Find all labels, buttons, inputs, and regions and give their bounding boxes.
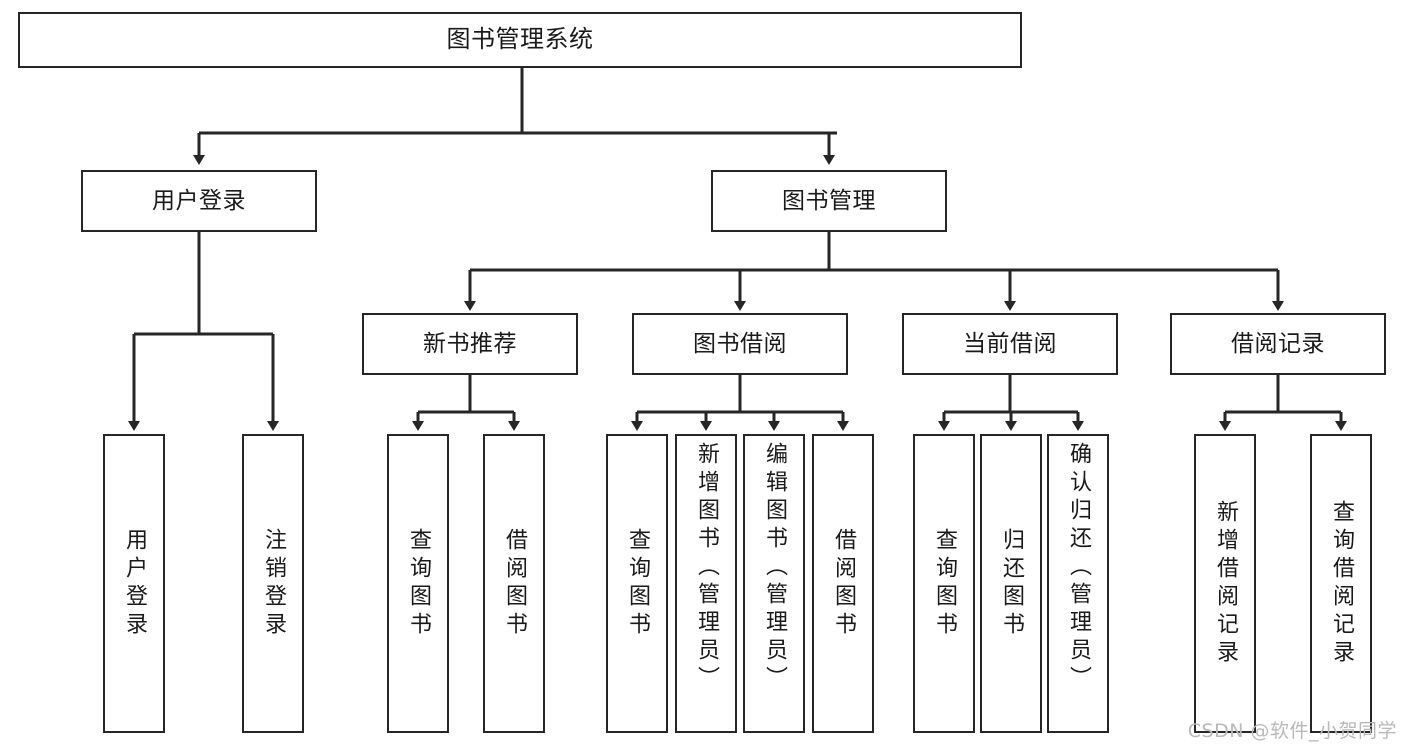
leaf-logout[interactable]: 注销登录 <box>242 434 304 733</box>
leaf-borrow-book-recommend[interactable]: 借阅图书 <box>483 434 545 733</box>
leaf-add-book-admin[interactable]: 新增图书（管理员） <box>675 434 737 733</box>
leaf-label: 编辑图书（管理员） <box>762 442 787 694</box>
leaf-return-book[interactable]: 归还图书 <box>980 434 1042 733</box>
leaf-query-book-current[interactable]: 查询图书 <box>913 434 975 733</box>
leaf-edit-book-admin[interactable]: 编辑图书（管理员） <box>743 434 805 733</box>
leaf-query-book-borrow[interactable]: 查询图书 <box>606 434 668 733</box>
leaf-label: 借阅图书 <box>502 527 527 640</box>
watermark-text: CSDN @软件_小贺同学 <box>1187 720 1397 742</box>
node-label: 图书管理系统 <box>446 25 594 54</box>
leaf-label: 用户登录 <box>122 527 147 640</box>
node-current-borrow[interactable]: 当前借阅 <box>902 313 1118 375</box>
leaf-query-borrow-record[interactable]: 查询借阅记录 <box>1310 434 1372 733</box>
leaf-add-borrow-record[interactable]: 新增借阅记录 <box>1194 434 1256 733</box>
leaf-query-book-recommend[interactable]: 查询图书 <box>387 434 449 733</box>
node-new-book-recommend[interactable]: 新书推荐 <box>362 313 578 375</box>
leaf-label: 查询图书 <box>932 527 957 640</box>
leaf-label: 借阅图书 <box>831 527 856 640</box>
leaf-label: 查询借阅记录 <box>1329 499 1354 668</box>
leaf-label: 新增借阅记录 <box>1213 499 1238 668</box>
node-root-system[interactable]: 图书管理系统 <box>18 12 1022 68</box>
node-borrow-record[interactable]: 借阅记录 <box>1170 313 1386 375</box>
node-book-management[interactable]: 图书管理 <box>711 170 947 232</box>
node-label: 用户登录 <box>152 187 246 214</box>
leaf-label: 查询图书 <box>625 527 650 640</box>
node-label: 图书借阅 <box>693 330 787 357</box>
leaf-label: 查询图书 <box>406 527 431 640</box>
leaf-label: 归还图书 <box>999 527 1024 640</box>
node-label: 新书推荐 <box>423 330 517 357</box>
node-label: 图书管理 <box>782 187 876 214</box>
leaf-confirm-return-admin[interactable]: 确认归还（管理员） <box>1047 434 1109 733</box>
leaf-label: 新增图书（管理员） <box>694 442 719 694</box>
node-label: 借阅记录 <box>1231 330 1325 357</box>
node-user-login[interactable]: 用户登录 <box>81 170 317 232</box>
leaf-label: 注销登录 <box>261 527 286 640</box>
leaf-user-login[interactable]: 用户登录 <box>103 434 165 733</box>
node-book-borrow[interactable]: 图书借阅 <box>632 313 848 375</box>
node-label: 当前借阅 <box>963 330 1057 357</box>
leaf-borrow-book[interactable]: 借阅图书 <box>812 434 874 733</box>
leaf-label: 确认归还（管理员） <box>1066 442 1091 694</box>
